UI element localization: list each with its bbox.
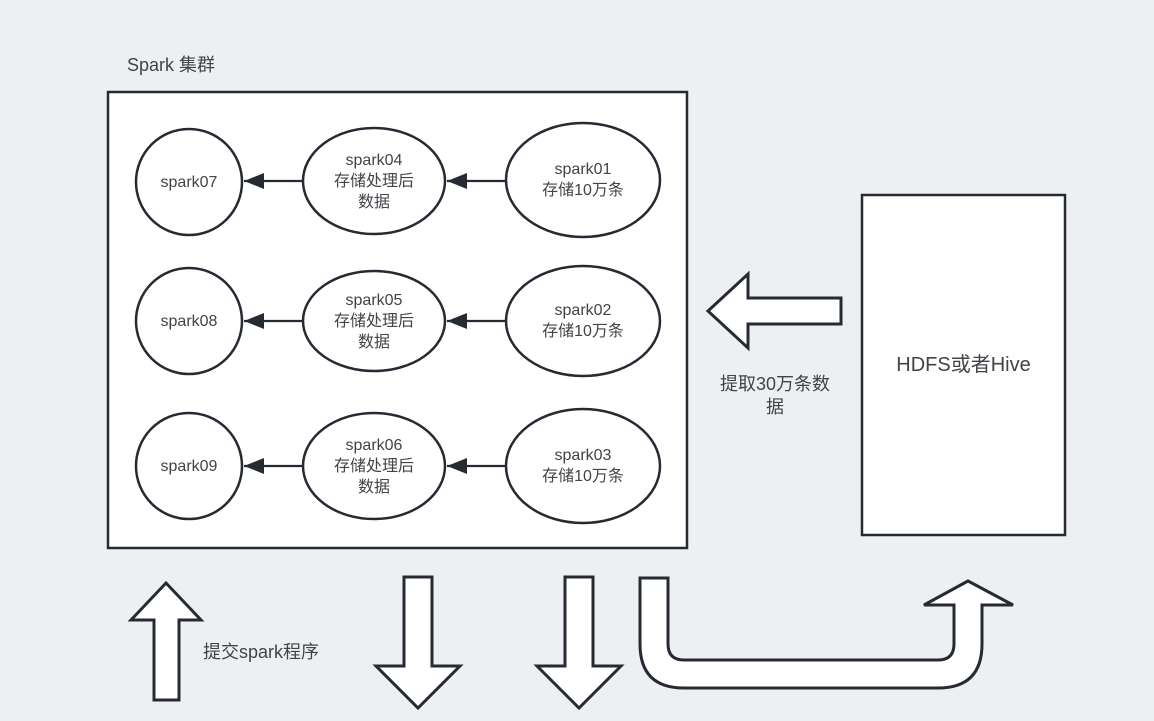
node-spark03 xyxy=(504,407,662,525)
node-spark08 xyxy=(134,266,244,376)
submit-label: 提交spark程序 xyxy=(203,642,320,662)
node-spark09 xyxy=(134,411,244,521)
return-to-hdfs-arrow-icon xyxy=(638,576,1014,690)
submit-arrow-icon xyxy=(127,580,205,702)
down-arrow-icon-1 xyxy=(372,575,464,711)
node-spark04 xyxy=(301,126,447,236)
node-spark01 xyxy=(504,121,662,239)
node-spark05 xyxy=(301,269,447,373)
node-spark07 xyxy=(134,127,244,237)
cluster-title: Spark 集群 xyxy=(127,55,216,75)
extract-label: 提取30万条数据 xyxy=(719,374,831,417)
node-spark06 xyxy=(301,411,447,521)
node-spark02 xyxy=(504,264,662,378)
extract-arrow-icon xyxy=(705,270,843,352)
down-arrow-icon-2 xyxy=(533,575,625,711)
hdfs-hive-box xyxy=(860,193,1067,537)
